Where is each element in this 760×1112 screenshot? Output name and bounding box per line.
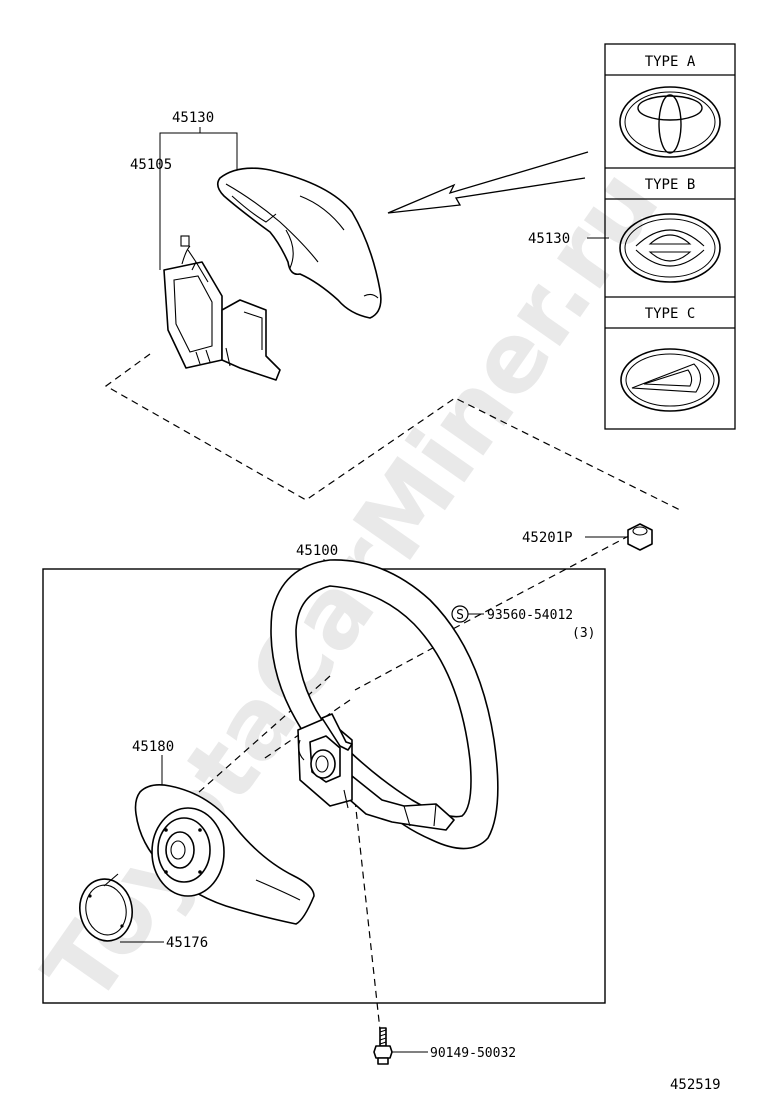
toyota-emblem-icon (619, 86, 721, 158)
daihatsu-d-emblem-icon (620, 348, 720, 412)
part-label-45100: 45100 (296, 543, 338, 559)
pad-bracket-assembly (163, 235, 281, 381)
part-label-45130: 45130 (172, 110, 214, 126)
part-label-45180: 45180 (132, 739, 174, 755)
screw-standard-mark: S (451, 605, 469, 623)
contact-ring (79, 873, 133, 942)
type-a-label: TYPE A (645, 54, 696, 70)
screw-quantity: (3) (572, 626, 595, 641)
steering-wheel (270, 559, 499, 850)
svg-text:S: S (456, 608, 464, 623)
bolt-icon (373, 1027, 393, 1065)
type-b-label: TYPE B (645, 177, 696, 193)
nut-icon (627, 523, 653, 551)
part-label-93560-54012: 93560-54012 (487, 608, 573, 623)
daihatsu-oval-emblem-icon (619, 213, 721, 283)
steering-boss (151, 807, 225, 897)
part-label-90149-50032: 90149-50032 (430, 1046, 516, 1061)
type-reference-arrow (387, 151, 589, 214)
part-label-45201p: 45201P (522, 530, 573, 546)
part-label-45176: 45176 (166, 935, 208, 951)
part-label-45130-type: 45130 (528, 231, 570, 247)
emblem-type-panel: TYPE A TYPE B TYPE C (604, 43, 736, 430)
type-c-label: TYPE C (645, 306, 696, 322)
horn-pad-cover (216, 167, 382, 319)
part-label-45105: 45105 (130, 157, 172, 173)
figure-number: 452519 (670, 1077, 721, 1093)
